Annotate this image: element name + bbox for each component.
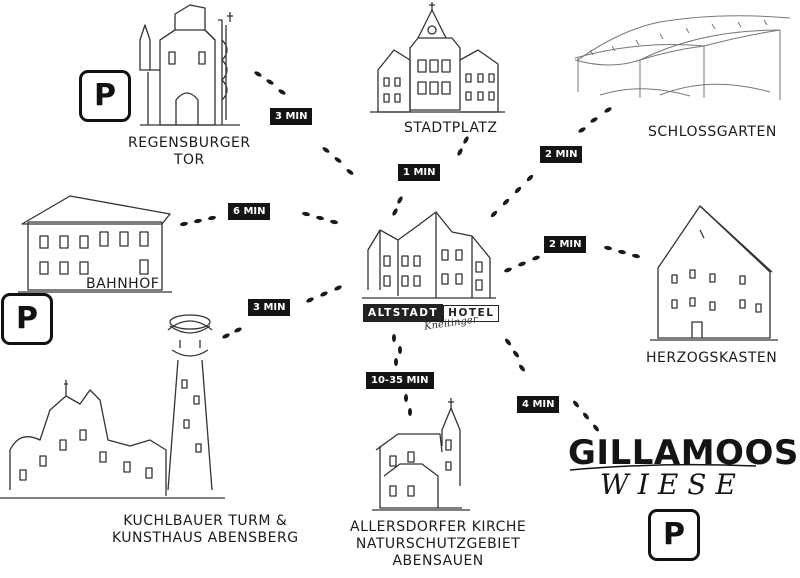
gillamoos-underline	[569, 463, 757, 471]
regensburger-tor-sketch	[139, 4, 240, 126]
herzogskasten-sketch	[650, 205, 778, 341]
time-badge-regensburger-tor: 3 MIN	[270, 108, 313, 125]
parking-sign-left: P	[1, 293, 53, 345]
time-badge-allersdorfer: 10-35 MIN	[366, 372, 434, 389]
bahnhof-sketch	[18, 195, 172, 293]
time-badge-kuchlbauer: 3 MIN	[248, 299, 291, 316]
time-badge-bahnhof: 6 MIN	[228, 203, 271, 220]
label-regensburger-tor: REGENSBURGER TOR	[128, 135, 251, 168]
time-badge-gillamoos: 4 MIN	[517, 396, 560, 413]
kuchlbauer-sketch	[0, 314, 225, 499]
parking-sign-top: P	[79, 70, 131, 122]
hotel-brand-left: ALTSTADT	[363, 304, 444, 322]
label-herzogskasten: HERZOGSKASTEN	[646, 350, 778, 366]
allersdorfer-kirche-sketch	[372, 398, 470, 511]
label-allersdorfer: ALLERSDORFER KIRCHE NATURSCHUTZGEBIET AB…	[350, 519, 527, 569]
label-bahnhof: BAHNHOF	[86, 276, 160, 292]
time-badge-herzogskasten: 2 MIN	[544, 236, 587, 253]
gillamoos-wordmark: GILLAMOOS	[568, 433, 799, 473]
hotel-sign: ALTSTADT HOTEL	[363, 304, 500, 322]
hotel-brand-right: HOTEL	[443, 304, 500, 322]
label-schlossgarten: SCHLOSSGARTEN	[648, 124, 777, 140]
schlossgarten-sketch	[574, 15, 791, 100]
footprint-trails	[180, 71, 640, 432]
parking-sign-gillamoos: P	[648, 509, 700, 561]
label-kuchlbauer: KUCHLBAUER TURM & KUNSTHAUS ABENSBERG	[112, 513, 299, 546]
time-badge-schlossgarten: 2 MIN	[540, 146, 583, 163]
altstadt-hotel-sketch	[362, 211, 496, 299]
wiese-script: WIESE	[600, 468, 745, 501]
label-stadtplatz: STADTPLATZ	[404, 120, 498, 136]
stadtplatz-sketch	[370, 2, 505, 113]
time-badge-stadtplatz: 1 MIN	[398, 164, 441, 181]
